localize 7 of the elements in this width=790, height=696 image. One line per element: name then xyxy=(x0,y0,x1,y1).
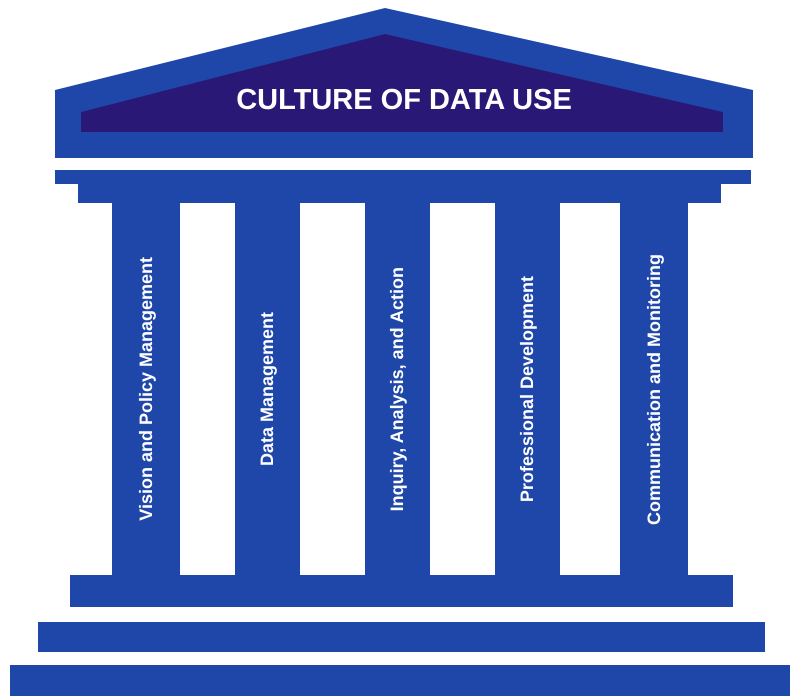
roof-pediment xyxy=(55,8,753,158)
pillar-label: Inquiry, Analysis, and Action xyxy=(387,266,408,512)
pillar-label: Professional Development xyxy=(517,276,538,502)
pillar-label: Communication and Monitoring xyxy=(644,254,664,524)
pillar-label: Data Management xyxy=(257,312,278,466)
pillar-label: Vision and Policy Management xyxy=(136,257,156,521)
roof-title: CULTURE OF DATA USE xyxy=(235,84,573,117)
